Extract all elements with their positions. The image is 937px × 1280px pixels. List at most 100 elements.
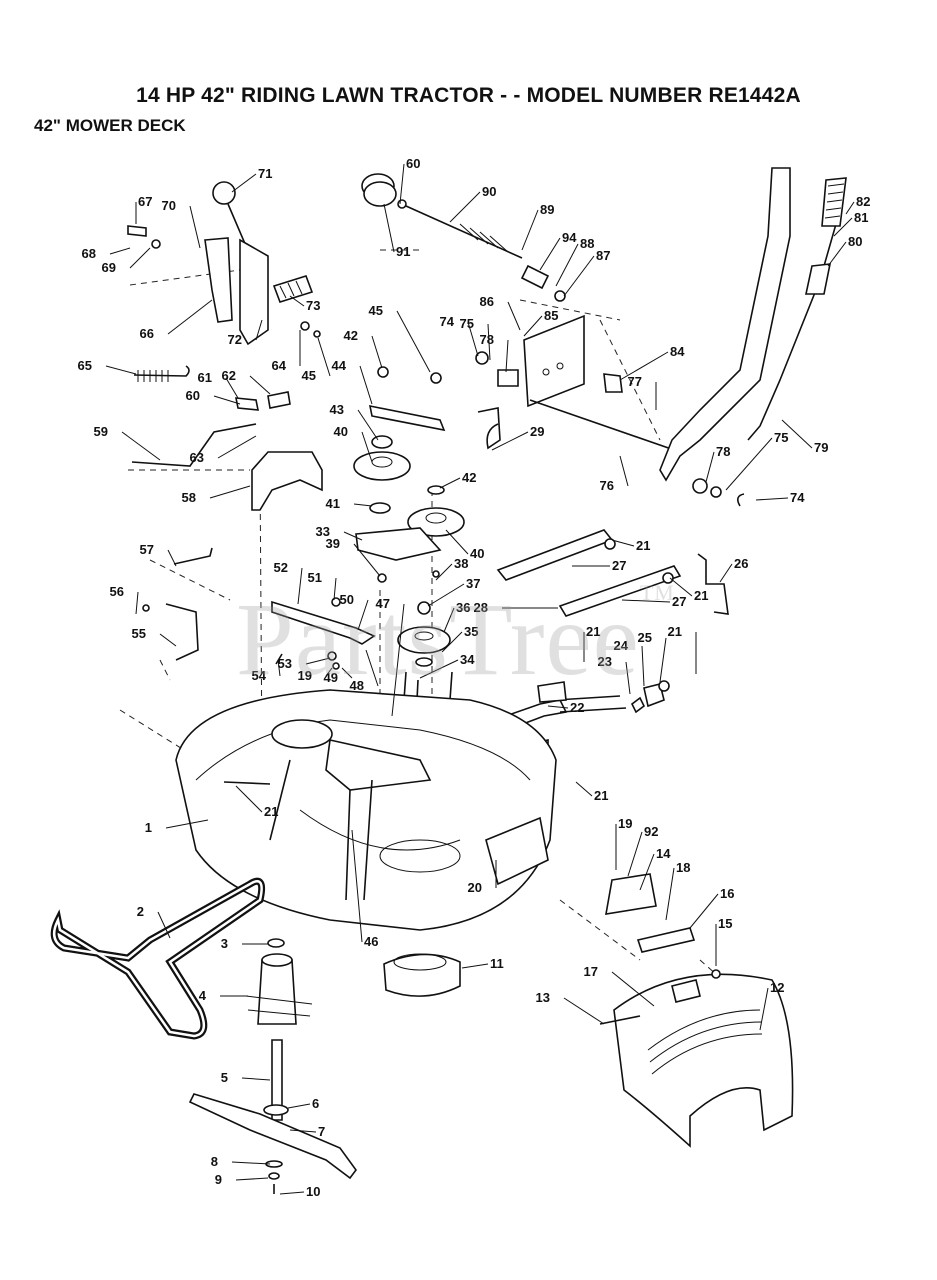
callout-number: 90 — [482, 184, 496, 199]
callout-leader — [396, 310, 431, 373]
callout-24: 24 — [614, 638, 645, 687]
link-52 — [271, 600, 376, 645]
callout-leader — [297, 567, 303, 605]
callout-55: 55 — [132, 626, 177, 647]
callout-13: 13 — [536, 990, 605, 1025]
callout-number: 34 — [460, 652, 475, 667]
callout-leader — [487, 323, 491, 361]
callout-leader — [641, 645, 645, 687]
callout-60: 60 — [186, 388, 241, 405]
callout-number: 44 — [332, 358, 347, 373]
callout-leader — [619, 351, 669, 381]
callout-number: 16 — [720, 886, 734, 901]
callout-2: 2 — [137, 904, 171, 939]
callout-28: 28 — [474, 600, 558, 615]
callout-number: 88 — [580, 236, 594, 251]
callout-number: 18 — [676, 860, 690, 875]
callout-leader — [427, 583, 465, 607]
callout-number: 17 — [584, 964, 598, 979]
callout-42: 42 — [439, 470, 476, 489]
blade-7 — [188, 1093, 357, 1180]
callout-number: 58 — [182, 490, 196, 505]
parts-artwork — [50, 167, 847, 1194]
callout-9: 9 — [215, 1172, 269, 1187]
callout-number: 21 — [668, 624, 682, 639]
callout-leader — [109, 247, 131, 255]
callout-27: 27 — [572, 558, 626, 573]
callout-44: 44 — [332, 358, 373, 405]
callout-82: 82 — [845, 194, 870, 215]
callout-67: 67 — [135, 194, 152, 224]
callout-41: 41 — [326, 496, 373, 511]
callout-leader — [521, 209, 539, 251]
page-title: 14 HP 42" RIDING LAWN TRACTOR - - MODEL … — [136, 84, 801, 107]
callout-leader — [289, 1129, 317, 1133]
callout-80: 80 — [827, 234, 862, 267]
callout-number: 38 — [454, 556, 468, 571]
callout-18: 18 — [665, 860, 690, 921]
callout-81: 81 — [833, 210, 868, 237]
callout-leader — [167, 549, 177, 567]
callout-number: 33 — [316, 524, 330, 539]
callout-39: 39 — [326, 536, 381, 577]
callout-75: 75 — [725, 430, 788, 491]
spring-65 — [133, 365, 190, 377]
callout-74: 74 — [755, 490, 805, 505]
callout-number: 79 — [814, 440, 828, 455]
callout-number: 80 — [848, 234, 862, 249]
callout-14: 14 — [639, 846, 671, 891]
callout-69: 69 — [102, 247, 151, 275]
callout-leader — [445, 529, 469, 555]
callout-leader — [611, 539, 635, 547]
callout-leader — [611, 971, 655, 1007]
callout-number: 35 — [464, 624, 478, 639]
idler-pulley-40b — [407, 507, 465, 537]
callout-number: 28 — [474, 600, 488, 615]
callout-number: 12 — [770, 980, 784, 995]
callout-19: 19 — [615, 816, 632, 870]
callout-leader — [539, 237, 561, 271]
callout-leader — [399, 163, 405, 205]
callout-number: 13 — [536, 990, 550, 1005]
callout-leader — [217, 435, 257, 459]
callout-number: 23 — [598, 654, 612, 669]
callout-number: 50 — [340, 592, 354, 607]
lift-handle-79 — [659, 167, 791, 482]
callout-number: 94 — [562, 230, 577, 245]
callout-number: 84 — [670, 344, 685, 359]
lift-lever — [239, 238, 269, 346]
callout-number: 47 — [376, 596, 390, 611]
callout-58: 58 — [182, 485, 251, 505]
callout-number: 24 — [614, 638, 629, 653]
callout-94: 94 — [539, 230, 577, 271]
callout-leader — [759, 987, 769, 1031]
arm-44 — [368, 404, 446, 432]
callout-number: 22 — [570, 700, 584, 715]
callout-56: 56 — [110, 584, 139, 615]
callout-leader — [563, 255, 595, 297]
callout-leader — [505, 339, 509, 373]
callout-63: 63 — [190, 435, 257, 465]
callout-leader — [167, 299, 213, 335]
callout-number: 53 — [278, 656, 292, 671]
callout-25: 25 — [638, 630, 667, 683]
callout-leader — [357, 409, 379, 441]
idler-pulley-40 — [353, 451, 411, 481]
callout-number: 91 — [396, 244, 410, 259]
callout-36: 36 — [443, 600, 470, 633]
callout-leader — [341, 667, 353, 679]
callout-number: 37 — [466, 576, 480, 591]
callout-number: 46 — [364, 934, 378, 949]
callout-46: 46 — [351, 829, 378, 949]
callout-51: 51 — [308, 570, 337, 601]
callout-leader — [305, 657, 331, 665]
callout-leader — [441, 631, 463, 653]
discharge-chute-12 — [613, 973, 794, 1148]
callout-leader — [449, 191, 481, 223]
callout-number: 60 — [186, 388, 200, 403]
callout-leader — [665, 867, 675, 921]
callout-leader — [833, 217, 853, 237]
blade-cup-11 — [383, 953, 461, 997]
callout-leader — [669, 577, 693, 597]
deck-pulley — [271, 719, 333, 749]
